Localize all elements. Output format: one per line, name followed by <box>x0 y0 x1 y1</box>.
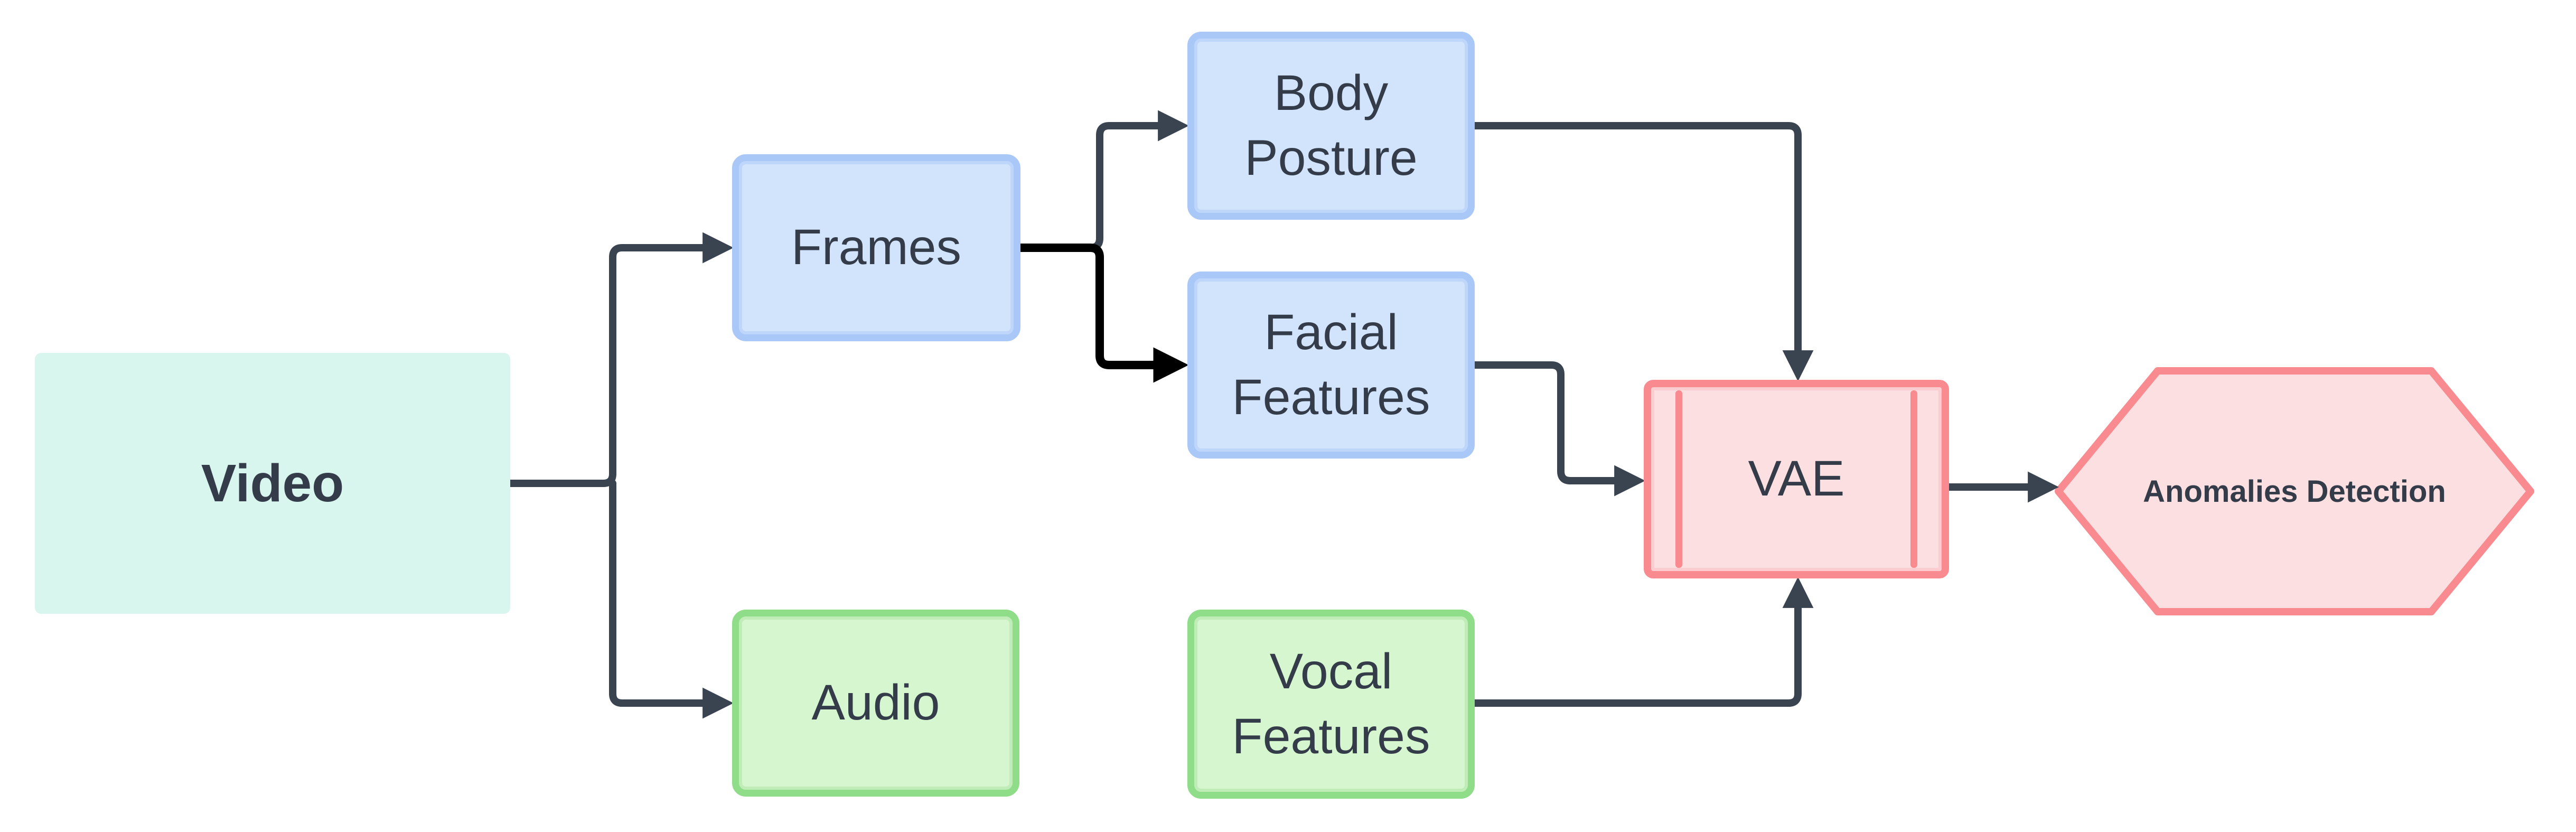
node-audio-label: Audio <box>811 675 940 731</box>
edges-group <box>507 110 2059 719</box>
node-video: Video <box>35 353 510 614</box>
node-vocal-features: Vocal Features <box>1187 610 1475 799</box>
node-body-posture: Body Posture <box>1187 32 1475 220</box>
node-vae-label: VAE <box>1748 451 1845 507</box>
node-body-posture-label: Body Posture <box>1244 64 1418 186</box>
vae-inner-line-right <box>1910 390 1917 568</box>
edge-vocal-features-to-vae <box>1471 577 1814 707</box>
node-anomalies-detection-label: Anomalies Detection <box>2143 474 2446 509</box>
node-frames-label: Frames <box>791 219 961 276</box>
vae-inner-line-left <box>1675 390 1682 568</box>
edge-video-to-frames <box>507 232 734 487</box>
node-vocal-features-label: Vocal Features <box>1232 643 1430 765</box>
edge-facial-features-to-vae <box>1471 361 1645 497</box>
node-facial-features: Facial Features <box>1187 272 1475 459</box>
node-video-label: Video <box>201 454 344 513</box>
anomalies-hexagon-shape <box>2055 367 2534 615</box>
node-facial-features-label: Facial Features <box>1232 304 1430 426</box>
edge-body-posture-to-vae <box>1471 122 1814 381</box>
node-vae: VAE <box>1644 380 1949 578</box>
node-audio: Audio <box>732 610 1019 797</box>
node-anomalies-detection: Anomalies Detection <box>2058 371 2531 612</box>
edge-frames-to-body-posture <box>1017 110 1189 251</box>
node-frames: Frames <box>732 154 1020 341</box>
edge-video-to-audio <box>609 480 734 719</box>
edge-frames-to-facial-features <box>1016 244 1189 383</box>
